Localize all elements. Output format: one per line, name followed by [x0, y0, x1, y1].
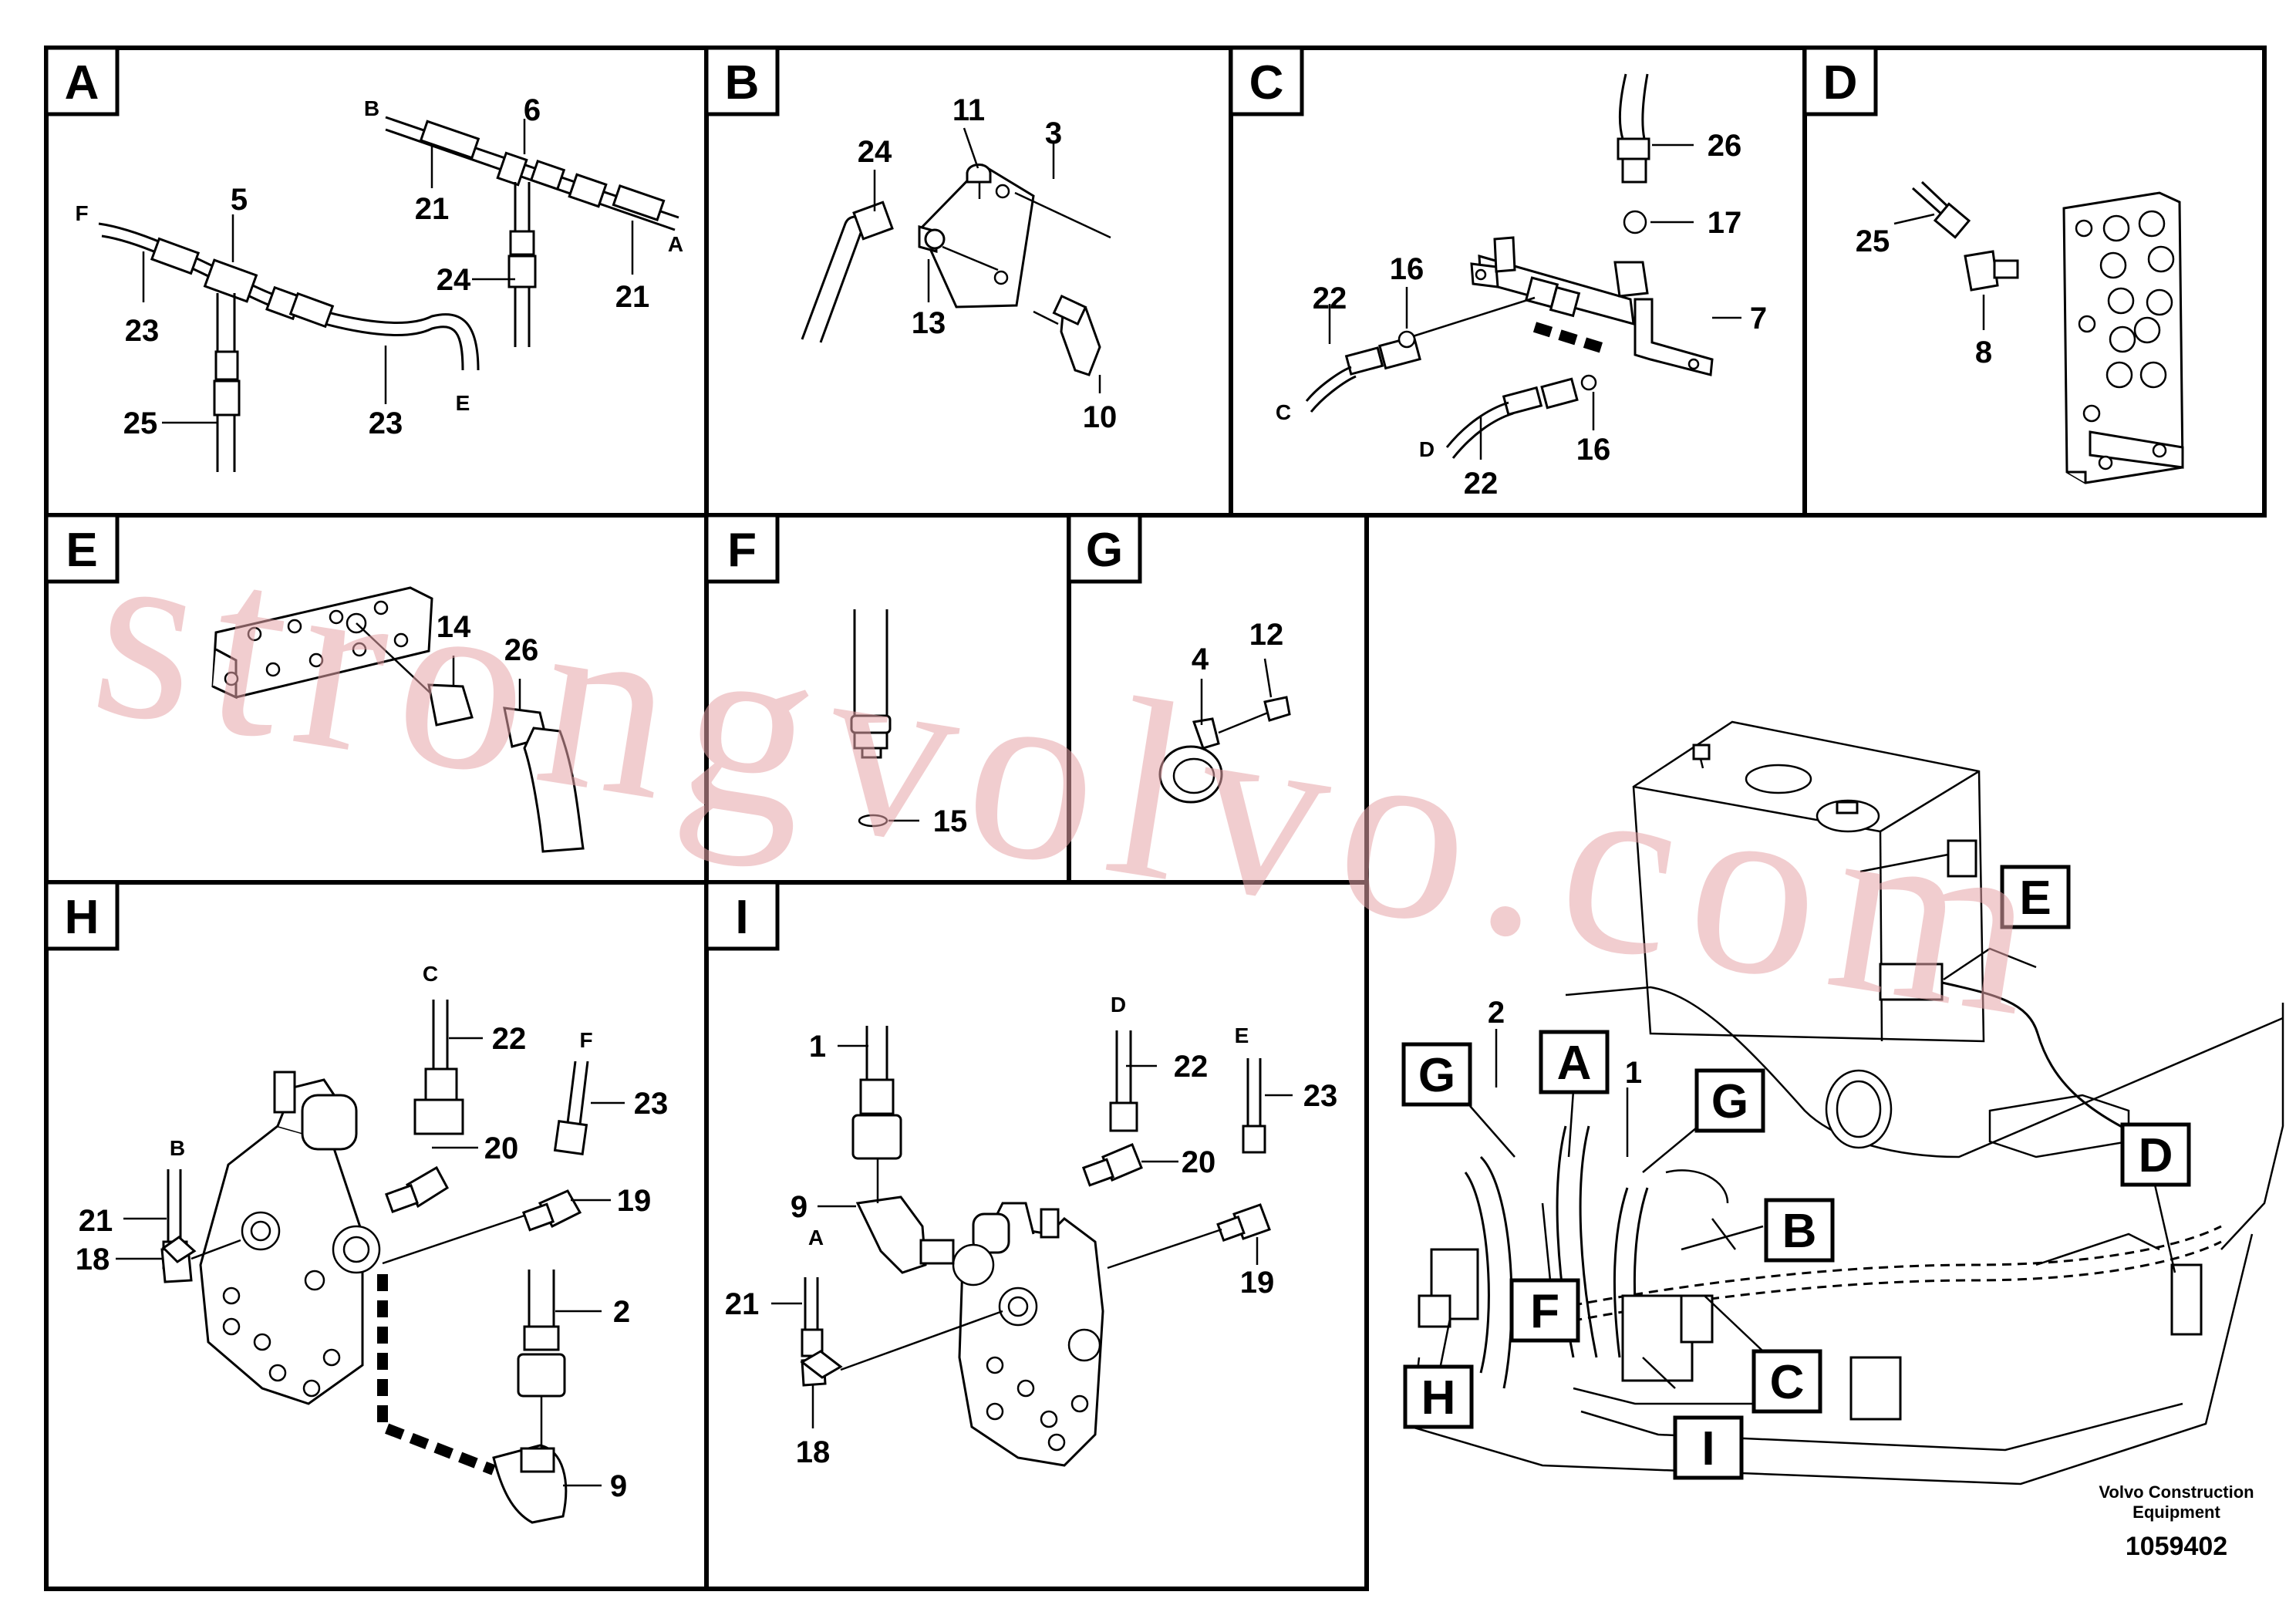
panel-g-label: 12 [1249, 618, 1284, 652]
panel-a-tab: A [65, 56, 99, 110]
drawing-number: 1059402 [2126, 1532, 2227, 1561]
overview-callouts: E G A G B F C H I D 2 1 [1401, 865, 2191, 1480]
panel-i-label: 19 [1240, 1266, 1275, 1300]
panel-f-label: 15 [933, 804, 968, 838]
overview-number-2: 2 [1488, 996, 1505, 1030]
panel-i-end: E [1235, 1023, 1249, 1047]
panel-c-tab: C [1249, 56, 1284, 110]
panel-h-label: 22 [492, 1022, 527, 1056]
panel-i-label: 9 [791, 1190, 807, 1224]
panel-a-label: 21 [615, 280, 650, 314]
company-name-line2: Equipment [2132, 1502, 2220, 1522]
panel-a-label: 23 [369, 406, 403, 440]
panel-g-tab: G [1086, 524, 1123, 577]
overview-callout-g-left: G [1418, 1049, 1455, 1102]
panel-i-label: 22 [1174, 1050, 1209, 1084]
panel-h-label: 19 [617, 1184, 652, 1218]
overview-callout-e: E [2019, 872, 2051, 925]
panel-d-label: 25 [1856, 224, 1890, 258]
overview-callout-i: I [1701, 1422, 1714, 1475]
overview-callout-d: D [2139, 1129, 2173, 1182]
panel-i-tab: I [735, 891, 748, 944]
overview-callout-f: F [1530, 1285, 1559, 1338]
panel-h-end: B [170, 1136, 185, 1160]
panel-a-label: 6 [524, 93, 541, 127]
panel-b-label: 3 [1045, 116, 1062, 150]
panel-c-drawing: 26 17 16 22 7 22 16 C D [1276, 73, 1767, 501]
panel-tabs: A B C D E F G H I [44, 46, 1878, 951]
panel-i-label: 21 [725, 1287, 760, 1321]
overview-drawing [1410, 720, 2284, 1485]
panel-h-label: 20 [484, 1131, 519, 1165]
company-name-line1: Volvo Construction [2099, 1482, 2254, 1502]
panel-a-end: B [364, 96, 379, 120]
panel-e-drawing: 14 26 [211, 586, 585, 853]
overview-callout-g-right: G [1711, 1075, 1748, 1128]
panel-c-label: 16 [1390, 252, 1424, 286]
panel-i-drawing: 1 22 23 20 9 19 21 18 D E A [725, 993, 1338, 1469]
panel-i-frame [704, 880, 1369, 1591]
panel-h-end: C [423, 962, 438, 986]
panel-d-label: 8 [1975, 336, 1992, 369]
panel-h-label: 23 [634, 1087, 669, 1121]
panel-i-label: 18 [796, 1435, 831, 1469]
panel-d-drawing: 25 8 [1856, 180, 2184, 484]
panel-c-label: 17 [1708, 206, 1742, 240]
panel-h-frame [44, 880, 709, 1591]
panel-a-drawing: 6 5 21 21 24 23 23 25 B F A E [75, 93, 683, 472]
panel-c-label: 22 [1464, 467, 1499, 501]
panel-c-end: D [1419, 437, 1435, 461]
panel-a-end: F [75, 201, 88, 225]
panel-c-label: 7 [1750, 302, 1767, 336]
panel-h-tab: H [65, 891, 99, 944]
overview-number-1: 1 [1625, 1056, 1642, 1090]
panel-g-label: 4 [1192, 642, 1209, 676]
panel-h-end: F [579, 1028, 592, 1052]
panel-a-label: 24 [437, 263, 471, 297]
panel-e-label: 26 [504, 633, 539, 667]
panel-e-label: 14 [437, 610, 471, 644]
panel-h-label: 21 [79, 1204, 113, 1238]
panel-g-drawing: 4 12 [1158, 618, 1291, 804]
overview-callout-c: C [1770, 1356, 1805, 1409]
panel-c-label: 26 [1708, 129, 1742, 163]
overview-callout-h: H [1421, 1371, 1456, 1425]
overview-callout-a: A [1557, 1037, 1592, 1090]
panel-e-tab: E [66, 524, 97, 577]
panel-b-label: 13 [912, 306, 946, 340]
panel-a-label: 21 [415, 192, 450, 226]
panel-b-label: 10 [1083, 400, 1118, 434]
panel-frames [44, 46, 2267, 1591]
panel-d-frame [1802, 46, 2267, 518]
panel-i-label: 1 [809, 1030, 826, 1064]
panel-i-end: A [808, 1226, 824, 1249]
panel-a-label: 5 [231, 183, 248, 217]
panel-h-drawing: 22 23 20 19 21 18 2 9 C F B [76, 962, 669, 1524]
panel-b-label: 24 [858, 135, 892, 169]
panel-c-end: C [1276, 400, 1291, 424]
overview-callout-b: B [1782, 1205, 1817, 1258]
panel-f-tab: F [727, 524, 757, 577]
panel-b-label: 11 [952, 93, 985, 127]
panel-h-label: 18 [76, 1243, 110, 1276]
panel-d-tab: D [1823, 56, 1858, 110]
panel-a-label: 23 [125, 314, 160, 348]
panel-h-label: 9 [610, 1469, 627, 1503]
panel-h-label: 2 [613, 1295, 630, 1329]
panel-a-label: 25 [123, 406, 158, 440]
panel-i-label: 23 [1303, 1079, 1338, 1113]
footer: Volvo Construction Equipment 1059402 [2099, 1482, 2254, 1561]
panel-a-end: A [668, 232, 683, 256]
panel-c-label: 16 [1576, 433, 1611, 467]
panel-b-drawing: 11 3 24 13 10 [801, 93, 1118, 434]
panel-c-label: 22 [1313, 282, 1347, 315]
panel-b-tab: B [725, 56, 760, 110]
panel-i-end: D [1111, 993, 1126, 1017]
panel-f-drawing: 15 [850, 609, 968, 838]
panel-i-label: 20 [1182, 1145, 1216, 1179]
panel-a-end: E [456, 391, 470, 415]
